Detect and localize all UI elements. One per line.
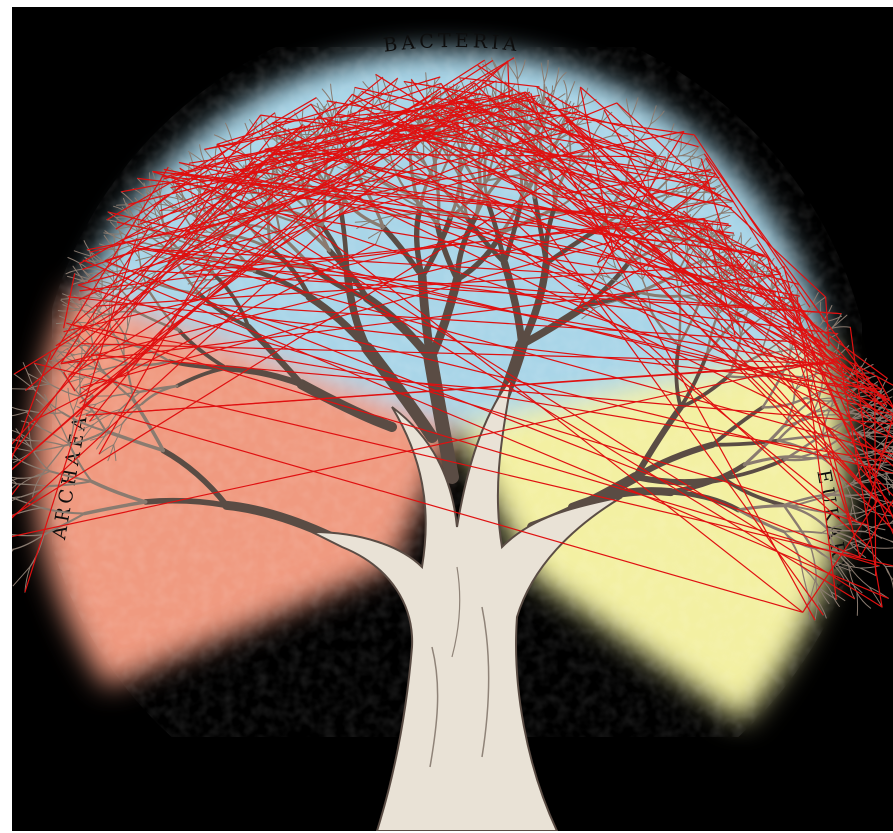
tree-branch xyxy=(874,432,893,440)
gene-transfer-line xyxy=(875,389,876,576)
tree-branch xyxy=(12,389,34,390)
gene-transfer-line xyxy=(12,486,19,530)
tree-branch xyxy=(868,510,893,516)
tree-branch xyxy=(12,508,42,516)
tree-branch xyxy=(12,468,17,484)
tree-branch xyxy=(12,547,14,549)
tree-branch xyxy=(12,549,14,562)
tree-branch xyxy=(885,566,893,585)
tree-branch xyxy=(29,423,32,447)
tree-branch xyxy=(436,149,437,184)
tree-branch xyxy=(12,473,18,478)
tree-branch xyxy=(857,593,858,616)
tree-branch xyxy=(860,568,876,576)
tree-of-life-figure: BACTERIA ARCHAEA EUKARYA xyxy=(12,7,893,831)
tree-branch xyxy=(12,404,30,411)
tree-branch xyxy=(12,549,14,568)
tree-branch xyxy=(860,566,879,568)
tree-of-life-diagram: BACTERIA ARCHAEA EUKARYA xyxy=(12,7,893,831)
